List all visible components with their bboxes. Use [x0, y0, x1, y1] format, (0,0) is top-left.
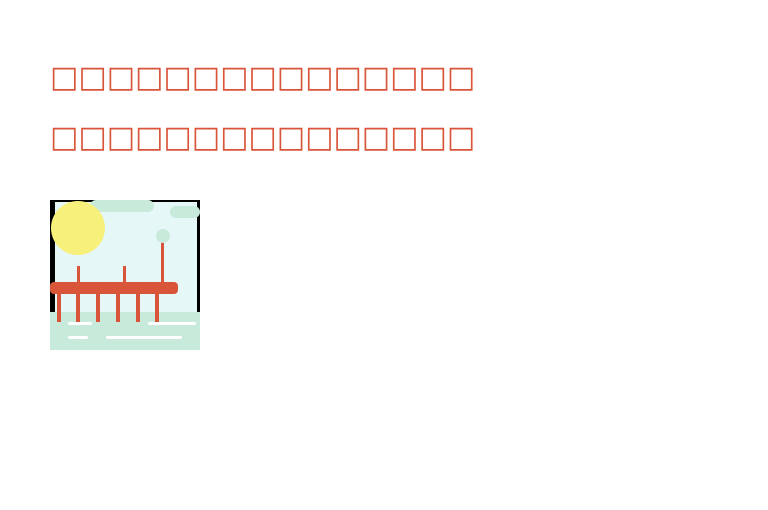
piling [155, 292, 159, 322]
piling [116, 292, 120, 322]
wave [68, 336, 88, 339]
pier-sunset-illustration-icon [50, 200, 200, 350]
text-line-2: □□□□□□□□□□□□□□□ [50, 120, 476, 155]
wave [68, 322, 92, 325]
pier-illustration-image [50, 200, 200, 350]
cloud [170, 206, 200, 218]
piling [76, 292, 80, 322]
sun [51, 201, 105, 255]
piling [57, 292, 61, 322]
water [50, 312, 200, 350]
piling [96, 292, 100, 322]
cloud [90, 200, 154, 212]
rail-post [77, 266, 80, 286]
lamp [156, 229, 170, 243]
wave [148, 322, 196, 325]
text-line-1: □□□□□□□□□□□□□□□ [50, 60, 476, 95]
pier-deck [50, 282, 178, 294]
lamp-post [161, 240, 164, 288]
wave [106, 336, 182, 339]
piling [136, 292, 140, 322]
rail-post [123, 266, 126, 286]
